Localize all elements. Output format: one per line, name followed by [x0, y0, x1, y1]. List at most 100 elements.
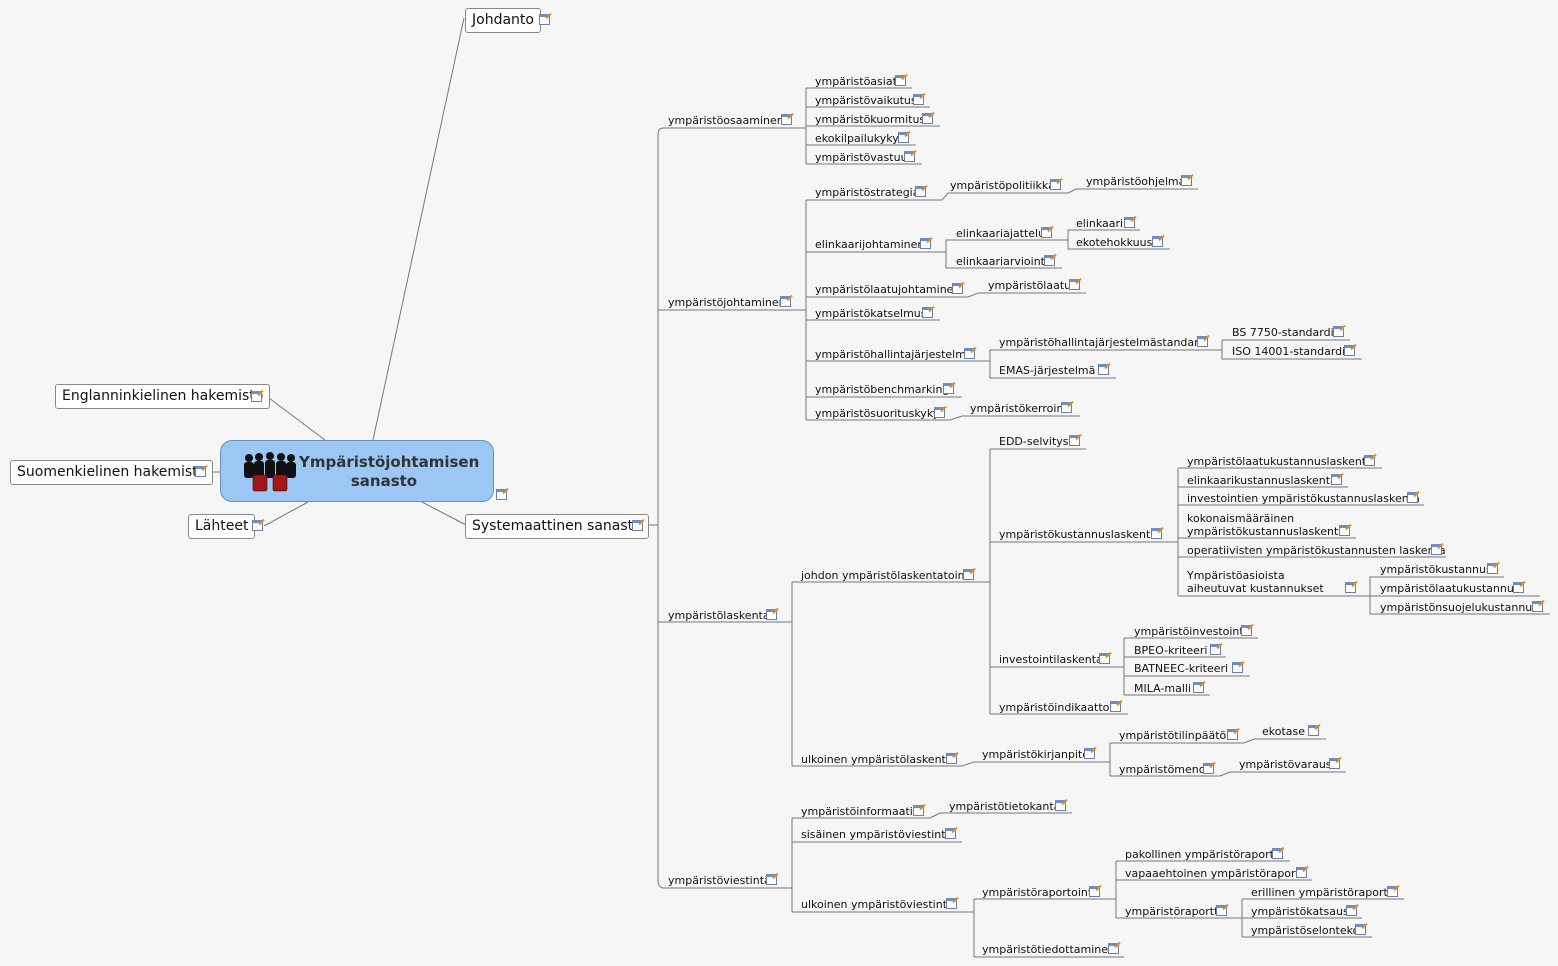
topic-bpeo-kriteeri[interactable]: BPEO-kriteeri — [1134, 644, 1208, 657]
note-icon[interactable] — [1387, 886, 1398, 897]
topic-ymparistokerroin[interactable]: ympäristökerroin — [970, 402, 1064, 415]
topic-ulkoinen-ymparistoviestinta[interactable]: ulkoinen ympäristöviestintä — [801, 898, 954, 911]
note-icon[interactable] — [922, 113, 933, 124]
topic-ymparistovaraus[interactable]: ympäristövaraus — [1239, 758, 1332, 771]
topic-ymparistolaskenta[interactable]: ympäristölaskenta — [668, 609, 770, 622]
note-icon[interactable] — [963, 569, 974, 580]
topic-ymparistovaikutus[interactable]: ympäristövaikutus — [815, 94, 917, 107]
topic-ymparistotietokanta[interactable]: ympäristötietokanta — [949, 800, 1061, 813]
note-icon[interactable] — [1296, 867, 1307, 878]
note-icon[interactable] — [1084, 748, 1095, 759]
note-icon[interactable] — [1152, 236, 1163, 247]
note-icon[interactable] — [539, 14, 550, 25]
topic-operatiivisten-ymparistokustannusten-laskenta[interactable]: operatiivisten ympäristökustannusten las… — [1187, 544, 1446, 557]
topic-ymparistokatselmus[interactable]: ympäristökatselmus — [815, 307, 927, 320]
topic-ymparistoselonteko[interactable]: ympäristöselonteko — [1251, 924, 1360, 937]
topic-pakollinen-ymparistoraportti[interactable]: pakollinen ympäristöraportti — [1125, 848, 1282, 861]
note-icon[interactable] — [1345, 582, 1356, 593]
topic-ymparistoosaaminen[interactable]: ympäristöosaaminen — [668, 114, 784, 127]
note-icon[interactable] — [1089, 886, 1100, 897]
topic-ekotase[interactable]: ekotase — [1262, 725, 1306, 738]
topic-ymparistoinvestointi[interactable]: ympäristöinvestointi — [1134, 625, 1247, 638]
note-icon[interactable] — [251, 391, 262, 402]
topic-ymparistosuorituskyky[interactable]: ympäristösuorituskyky — [815, 407, 940, 420]
note-icon[interactable] — [1333, 326, 1344, 337]
topic-ymparistoviestinta[interactable]: ympäristöviestintä — [668, 874, 771, 887]
topic-elinkaari[interactable]: elinkaari — [1076, 217, 1124, 230]
note-icon[interactable] — [1110, 701, 1121, 712]
topic-ymparistoohjelma[interactable]: ympäristöohjelma — [1086, 175, 1186, 188]
topic-suomenkielinen-hakemisto[interactable]: Suomenkielinen hakemisto — [10, 460, 214, 485]
note-icon[interactable] — [780, 296, 791, 307]
topic-ymparistolaatu[interactable]: ympäristölaatu — [988, 279, 1072, 292]
topic-elinkaariarviointi[interactable]: elinkaariarviointi — [956, 255, 1049, 268]
note-icon[interactable] — [1108, 943, 1119, 954]
note-icon[interactable] — [1431, 544, 1442, 555]
topic-ymparistonsuojelukustannus[interactable]: ympäristönsuojelukustannus — [1380, 601, 1538, 614]
note-icon[interactable] — [1181, 175, 1192, 186]
note-icon[interactable] — [1227, 729, 1238, 740]
note-icon[interactable] — [1197, 336, 1208, 347]
topic-ekotehokkuus[interactable]: ekotehokkuus — [1076, 236, 1153, 249]
note-icon[interactable] — [1061, 402, 1072, 413]
note-icon[interactable] — [945, 828, 956, 839]
topic-systemaattinen-sanasto[interactable]: Systemaattinen sanasto — [465, 514, 649, 539]
note-icon[interactable] — [1407, 492, 1418, 503]
root-topic[interactable]: Ympäristöjohtamisen sanasto — [220, 440, 494, 502]
topic-batneec-kriteeri[interactable]: BATNEEC-kriteeri — [1134, 662, 1229, 675]
topic-ymparistoraportointi[interactable]: ympäristöraportointi — [982, 886, 1096, 899]
note-icon[interactable] — [952, 283, 963, 294]
note-icon[interactable] — [895, 75, 906, 86]
topic-iso-14001-standardi[interactable]: ISO 14001-standardi — [1232, 345, 1346, 358]
topic-erillinen-ymparistoraportti[interactable]: erillinen ympäristöraportti — [1251, 886, 1396, 899]
topic-ekokilpailukyky[interactable]: ekokilpailukyky — [815, 132, 899, 145]
note-icon[interactable] — [946, 898, 957, 909]
topic-ymparistoinformaatio[interactable]: ympäristöinformaatio — [801, 805, 920, 818]
note-icon[interactable] — [1344, 345, 1355, 356]
note-icon[interactable] — [1339, 525, 1350, 536]
note-icon[interactable] — [943, 383, 954, 394]
topic-elinkaarijohtaminen[interactable]: elinkaarijohtaminen — [815, 238, 925, 251]
note-icon[interactable] — [496, 489, 507, 500]
topic-ymparistokustannuslaskenta[interactable]: ympäristökustannuslaskenta — [999, 528, 1158, 541]
topic-investointien-ymparistokustannuslaskenta[interactable]: investointien ympäristökustannuslaskenta — [1187, 492, 1420, 505]
topic-johdon-ymparistolaskentatoimi[interactable]: johdon ympäristölaskentatoimi — [801, 569, 972, 582]
topic-ulkoinen-ymparistolaskenta[interactable]: ulkoinen ympäristölaskenta — [801, 753, 953, 766]
topic-ymparistoasioista-aiheutuvat-kustannukset[interactable]: Ympäristöasioista aiheutuvat kustannukse… — [1187, 569, 1324, 595]
topic-ymparistohallintajarjestelmastandardi[interactable]: ympäristöhallintajärjestelmästandardi — [999, 336, 1209, 349]
note-icon[interactable] — [1241, 625, 1252, 636]
topic-ymparistolaatukustannus[interactable]: ympäristölaatukustannus — [1380, 582, 1520, 595]
note-icon[interactable] — [1124, 217, 1135, 228]
note-icon[interactable] — [1210, 644, 1221, 655]
note-icon[interactable] — [1069, 279, 1080, 290]
topic-vapaaehtoinen-ymparistoraportti[interactable]: vapaaehtoinen ympäristöraportti — [1125, 867, 1308, 880]
note-icon[interactable] — [1099, 653, 1110, 664]
note-icon[interactable] — [915, 186, 926, 197]
note-icon[interactable] — [1308, 725, 1319, 736]
note-icon[interactable] — [1232, 662, 1243, 673]
topic-elinkaarikustannuslaskenta[interactable]: elinkaarikustannuslaskenta — [1187, 474, 1337, 487]
note-icon[interactable] — [934, 407, 945, 418]
topic-ymparistomeno[interactable]: ympäristömeno — [1119, 763, 1206, 776]
topic-ymparistotiedottaminen[interactable]: ympäristötiedottaminen — [982, 943, 1115, 956]
topic-lahteet[interactable]: Lähteet — [188, 514, 256, 539]
note-icon[interactable] — [1487, 563, 1498, 574]
note-icon[interactable] — [1069, 435, 1080, 446]
topic-ymparistostrategia[interactable]: ympäristöstrategia — [815, 186, 920, 199]
note-icon[interactable] — [1346, 905, 1357, 916]
topic-ymparistotilinpaatos[interactable]: ympäristötilinpäätös — [1119, 729, 1232, 742]
note-icon[interactable] — [1193, 682, 1204, 693]
note-icon[interactable] — [946, 753, 957, 764]
note-icon[interactable] — [1055, 800, 1066, 811]
note-icon[interactable] — [1513, 582, 1524, 593]
topic-investointilaskenta[interactable]: investointilaskenta — [999, 653, 1103, 666]
note-icon[interactable] — [1272, 848, 1283, 859]
topic-ymparistokuormitus[interactable]: ympäristökuormitus — [815, 113, 926, 126]
topic-ymparistoindikaattori[interactable]: ympäristöindikaattori — [999, 701, 1117, 714]
topic-ymparistolaatukustannuslaskenta[interactable]: ympäristölaatukustannuslaskenta — [1187, 455, 1373, 468]
topic-kokonaismaarainen-ymparistokustannuslaskenta[interactable]: kokonaismääräinen ympäristökustannuslask… — [1187, 512, 1346, 538]
note-icon[interactable] — [632, 520, 643, 531]
topic-emas-jarjestelma[interactable]: EMAS-järjestelmä — [999, 364, 1096, 377]
note-icon[interactable] — [922, 307, 933, 318]
note-icon[interactable] — [781, 114, 792, 125]
